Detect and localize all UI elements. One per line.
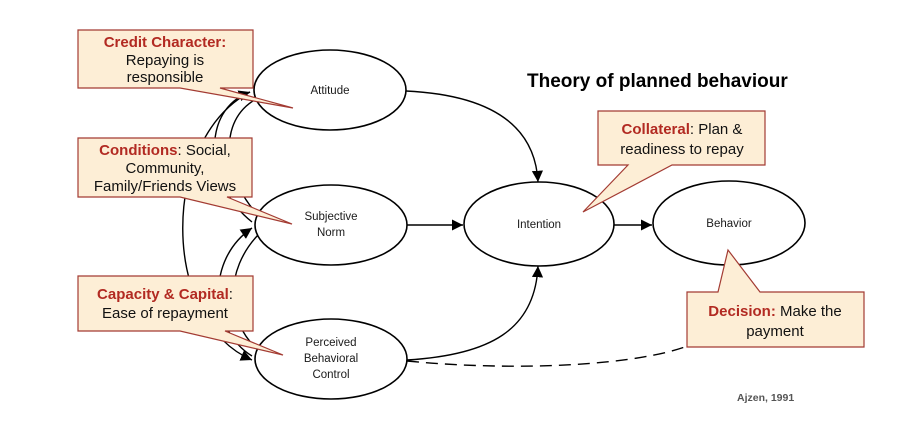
node-label: Norm bbox=[317, 227, 345, 239]
callout-keyword: Capacity & Capital bbox=[97, 286, 229, 303]
node-intention: Intention bbox=[463, 181, 615, 267]
callout-rest: Make the bbox=[776, 303, 842, 320]
node-behavior: Behavior bbox=[652, 180, 806, 266]
svg-text:Collateral: Plan &: Collateral: Plan & bbox=[622, 121, 743, 138]
node-label: Intention bbox=[517, 219, 561, 231]
callout-keyword: Credit Character: bbox=[104, 34, 227, 51]
node-label: Control bbox=[312, 369, 349, 381]
node-label: Behavior bbox=[706, 218, 752, 230]
svg-text:Conditions: Social,: Conditions: Social, bbox=[99, 142, 231, 159]
callout-conditions: Conditions: Social, Community, Family/Fr… bbox=[77, 137, 293, 225]
svg-text:Decision: Make the: Decision: Make the bbox=[708, 303, 841, 320]
callout-keyword: Conditions bbox=[99, 142, 177, 159]
callout-line: readiness to repay bbox=[620, 141, 744, 158]
diagram-title: Theory of planned behaviour bbox=[527, 71, 788, 92]
callout-line: Community, bbox=[126, 160, 205, 177]
callout-line: responsible bbox=[127, 69, 204, 86]
node-attitude: Attitude bbox=[253, 49, 407, 131]
callout-collateral: Collateral: Plan & readiness to repay bbox=[582, 110, 766, 213]
citation: Ajzen, 1991 bbox=[737, 392, 794, 404]
callout-line: Repaying is bbox=[126, 52, 204, 69]
callout-line: Family/Friends Views bbox=[94, 178, 236, 195]
svg-text:Capacity & Capital:: Capacity & Capital: bbox=[97, 286, 233, 303]
edge-pbc-behavior-dashed bbox=[406, 344, 691, 367]
callout-rest: : bbox=[229, 286, 233, 303]
node-subjective-norm: Subjective Norm bbox=[254, 184, 408, 266]
callout-rest: : Social, bbox=[177, 142, 230, 159]
callout-line: Ease of repayment bbox=[102, 305, 229, 322]
edge-attitude-intention bbox=[405, 90, 543, 183]
callout-rest: : Plan & bbox=[690, 121, 743, 138]
edge-pbc-intention bbox=[406, 265, 544, 361]
callout-keyword: Collateral bbox=[622, 121, 690, 138]
node-label: Behavioral bbox=[304, 353, 358, 365]
svg-text:Credit Character:: Credit Character: bbox=[104, 34, 227, 51]
edges bbox=[405, 90, 691, 367]
callout-line: payment bbox=[746, 323, 804, 340]
node-label: Subjective bbox=[304, 211, 357, 223]
callout-decision: Decision: Make the payment bbox=[686, 248, 865, 348]
callout-keyword: Decision: bbox=[708, 303, 776, 320]
node-perceived-behavioral-control: Perceived Behavioral Control bbox=[254, 318, 408, 400]
node-label: Attitude bbox=[311, 85, 350, 97]
callout-credit-character: Credit Character: Repaying is responsibl… bbox=[77, 29, 294, 109]
callout-capacity-capital: Capacity & Capital: Ease of repayment bbox=[77, 275, 284, 356]
node-label: Perceived bbox=[305, 337, 356, 349]
